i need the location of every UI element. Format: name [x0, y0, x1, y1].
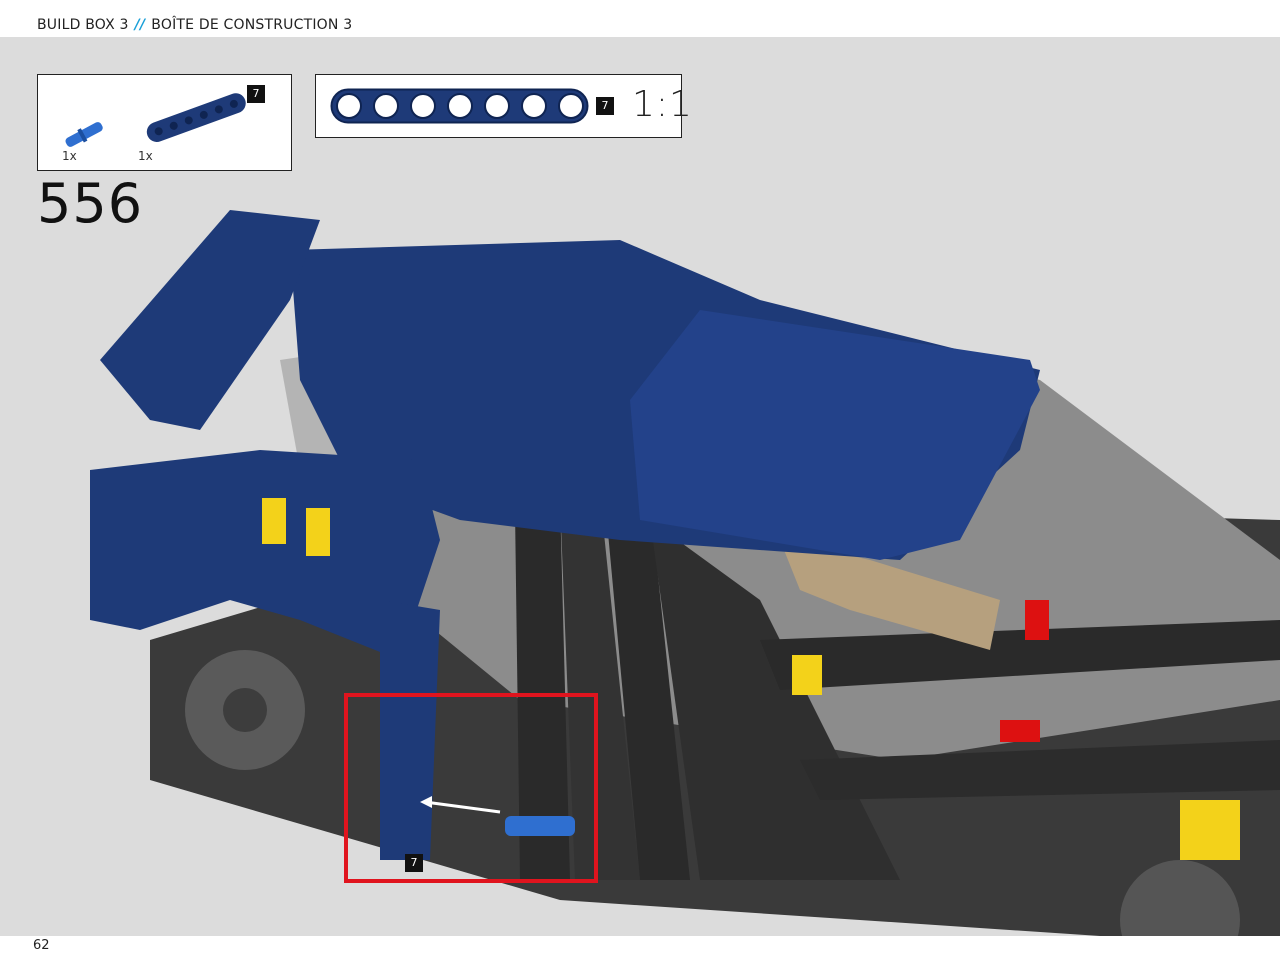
car-model-illustration	[90, 210, 1280, 936]
header-title: BUILD BOX 3 // BOÎTE DE CONSTRUCTION 3	[37, 17, 352, 33]
fender-shape	[90, 450, 440, 660]
insert-arrow	[424, 800, 501, 814]
panel-shape	[560, 495, 640, 880]
page-number: 62	[33, 938, 50, 953]
parts-list-box: 1x 1x 7	[37, 74, 292, 171]
header-build-box: BUILD BOX 3	[37, 17, 129, 33]
red-part-shape	[1000, 720, 1040, 742]
wheel-hub-center-shape	[223, 688, 267, 732]
new-pin-shape	[505, 816, 575, 836]
scale-label: 1:1	[632, 84, 693, 125]
beam-quantity: 1x	[138, 149, 153, 163]
wheel-hub-shape	[1120, 860, 1240, 936]
insert-arrow-head	[420, 796, 432, 808]
panel-shape	[605, 500, 690, 880]
callout-highlight: 7	[344, 693, 598, 883]
yellow-part-shape	[306, 508, 330, 556]
step-number: 556	[37, 172, 144, 235]
wing-shape	[100, 210, 320, 430]
red-part-shape	[1025, 600, 1049, 640]
callout-length-badge: 7	[405, 854, 423, 872]
blue-beam-icon	[146, 93, 246, 142]
panel-shape	[760, 620, 1280, 690]
instruction-canvas	[0, 37, 1280, 936]
beam-length-badge: 7	[247, 85, 265, 103]
blue-pin-icon	[65, 122, 103, 147]
header-separator: //	[134, 17, 146, 33]
scale-ruler-box: 7	[315, 74, 682, 138]
yellow-part-shape	[262, 498, 286, 544]
page-footer	[0, 936, 1280, 974]
roof-panel-shape	[630, 310, 1040, 560]
tan-part-shape	[780, 540, 1000, 650]
yellow-part-shape	[1180, 800, 1240, 860]
header-build-box-fr: BOÎTE DE CONSTRUCTION 3	[151, 17, 353, 33]
pin-quantity: 1x	[62, 149, 77, 163]
ruler-length-badge: 7	[596, 97, 614, 115]
beam-7-outline-icon	[330, 88, 589, 124]
yellow-part-shape	[792, 655, 822, 695]
panel-shape	[515, 500, 570, 880]
pillar-shape	[380, 600, 440, 860]
page-header: BUILD BOX 3 // BOÎTE DE CONSTRUCTION 3	[0, 0, 1280, 37]
panel-shape	[800, 740, 1280, 800]
